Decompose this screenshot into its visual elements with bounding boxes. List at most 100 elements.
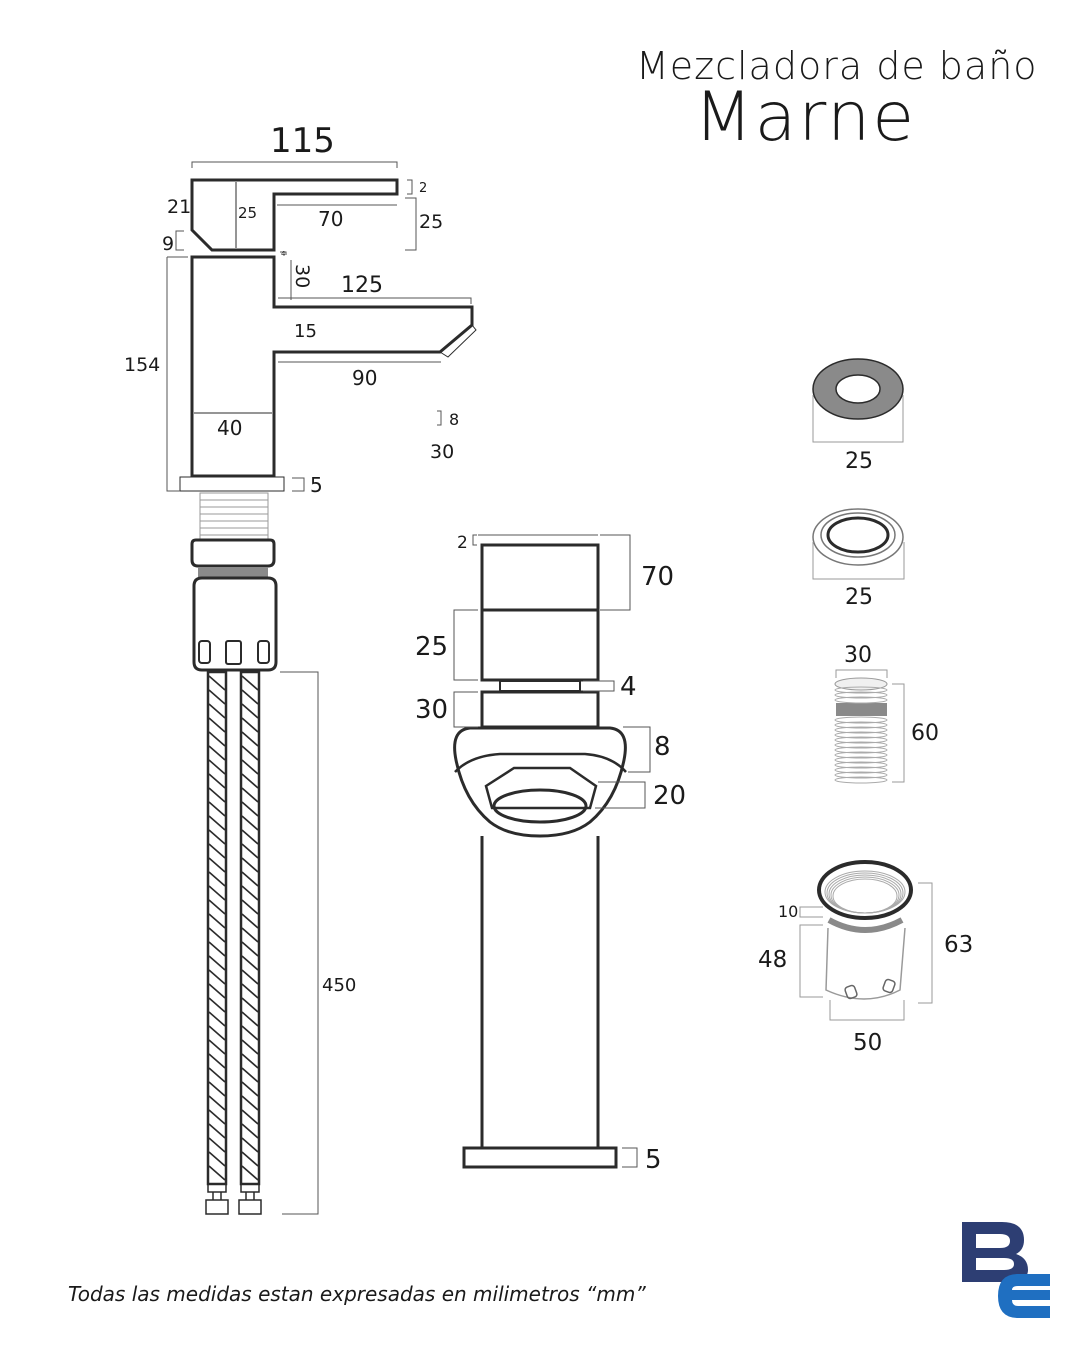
hose-hatch-line <box>208 843 226 859</box>
hose-hatch-line <box>241 1067 259 1083</box>
hose-hatch-line <box>241 1123 259 1139</box>
logo-letter-e <box>998 1274 1050 1318</box>
hose-hatch-line <box>241 689 259 705</box>
thread-section <box>199 492 269 540</box>
base-plate <box>179 476 285 492</box>
rod-thread-ring <box>834 741 888 749</box>
dim-washer-ring: 25 <box>845 585 873 610</box>
front-dimension-labels: 2 70 25 4 30 8 20 5 <box>415 533 686 1175</box>
dim-neck-gap: 4 <box>620 672 637 702</box>
hose-hatch-line <box>208 689 226 705</box>
rod-thread-ring <box>834 766 888 774</box>
hose-hatch-line <box>241 1025 259 1041</box>
front-view <box>453 543 627 1169</box>
dim-nut-total: 63 <box>944 932 973 958</box>
dim-spout-bottom-length: 90 <box>352 366 377 390</box>
body-outline <box>190 255 474 478</box>
units-note: Todas las medidas estan expresadas en mi… <box>68 1282 646 1306</box>
dim-spout-thickness: 15 <box>294 321 317 342</box>
hose-hatch-line <box>208 1039 226 1055</box>
hose-hatch-line <box>241 955 259 971</box>
hose-hatch-line <box>241 759 259 775</box>
dim-rod-height: 60 <box>911 721 939 746</box>
dim-gap-small: 4 <box>281 250 286 258</box>
lever-outline <box>190 178 399 252</box>
rod-thread-ring <box>834 736 888 744</box>
dim-nut-top: 10 <box>778 902 798 921</box>
rod-thread-ring <box>834 721 888 729</box>
hose-hatch-line <box>208 899 226 915</box>
dim-nut-body: 48 <box>758 947 787 973</box>
hose-hatch-line <box>241 857 259 873</box>
dim-front-base-height: 5 <box>645 1145 662 1175</box>
dim-washer-flat: 25 <box>845 449 873 474</box>
hose-hatch-line <box>208 857 226 873</box>
dim-cartridge-height: 25 <box>415 632 448 662</box>
hose-hatch-line <box>241 899 259 915</box>
dim-gap-lever-body: 9 <box>162 233 174 255</box>
hose-hatch-line <box>208 1137 226 1153</box>
hose-hatch-line <box>241 969 259 985</box>
hose-hatch-line <box>241 913 259 929</box>
hose-hatch-line <box>241 815 259 831</box>
hose-hatch-line <box>241 983 259 999</box>
rod-thread-ring <box>834 691 888 699</box>
hose-hatch-line <box>208 1109 226 1125</box>
dim-rod-width: 30 <box>844 643 872 668</box>
hose-hatch-line <box>208 759 226 775</box>
hose-hatch-line <box>208 717 226 733</box>
hose-hatch-line <box>208 1081 226 1097</box>
front-spout-inner <box>454 752 627 773</box>
hose-hatch-line <box>208 675 226 691</box>
hose-hatch-line <box>208 941 226 957</box>
hose-hatch-line <box>208 969 226 985</box>
rod-thread-ring <box>834 761 888 769</box>
hose-hatch-line <box>241 1011 259 1027</box>
hose-hatch-line <box>208 787 226 803</box>
hose-hatch-line <box>241 1109 259 1125</box>
dim-aerator-width: 30 <box>430 441 454 463</box>
dim-hose-length: 450 <box>322 975 356 996</box>
rod-thread-ring <box>834 686 888 694</box>
hose-hatch-line <box>241 1137 259 1153</box>
dim-aerator-height: 20 <box>653 781 686 811</box>
brand-logo <box>962 1222 1050 1318</box>
dim-lever-gap: 2 <box>419 181 427 196</box>
dim-spout-top-offset: 30 <box>291 264 313 288</box>
hose-hatch-line <box>241 1095 259 1111</box>
front-lever <box>480 543 600 612</box>
hose-hatch-line <box>208 871 226 887</box>
dim-collar-height: 30 <box>415 695 448 725</box>
hose-hatch-line <box>208 997 226 1013</box>
front-aerator-hole <box>492 788 588 824</box>
rod-thread-ring <box>834 746 888 754</box>
hose-hatch-line <box>241 731 259 747</box>
hose-hatch-line <box>241 1053 259 1069</box>
dim-overall-top-width: 115 <box>270 121 335 161</box>
rod-thread-ring <box>834 726 888 734</box>
hose-hatch-line <box>241 717 259 733</box>
hose-hatch-line <box>241 745 259 761</box>
dim-lever-height: 70 <box>641 562 674 592</box>
hose-hatch-line <box>208 1123 226 1139</box>
hose-hatch-line <box>208 703 226 719</box>
nut-thread-ring <box>832 878 898 914</box>
hose-hatch-line <box>241 885 259 901</box>
dim-lever-right-height: 25 <box>419 211 443 233</box>
product-subtitle: Mezcladora de baño <box>636 44 1038 88</box>
hose-hatch-line <box>208 1011 226 1027</box>
dim-lever-left-height: 21 <box>167 196 191 218</box>
hose-hatch-line <box>241 927 259 943</box>
hose-hatch-line <box>208 1053 226 1069</box>
product-title: Marne <box>694 78 917 157</box>
hose-hatch-line <box>208 1165 226 1181</box>
dim-spout-length: 125 <box>341 273 383 298</box>
front-collar <box>480 690 600 729</box>
side-dimension-lines <box>166 161 472 1215</box>
hose-hatch-line <box>208 1151 226 1167</box>
side-dimension-labels: 115 2 21 25 70 25 9 4 30 125 15 154 90 4… <box>124 121 459 996</box>
hose-hatch-line <box>208 815 226 831</box>
hose-hatch-line <box>241 1039 259 1055</box>
hose-hatch-line <box>208 1095 226 1111</box>
front-dimension-lines <box>453 534 651 1168</box>
